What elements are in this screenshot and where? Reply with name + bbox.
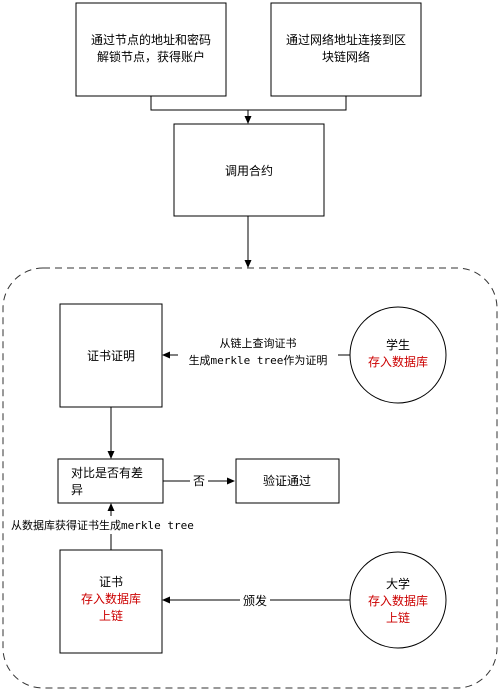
university-text-2: 存入数据库 [368, 593, 428, 608]
net-connect-text-2: 块链网络 [322, 49, 370, 64]
call-contract-box [173, 123, 325, 217]
node-login-text-1: 通过节点的地址和密码 [91, 32, 211, 47]
issue-label: 颁发 [243, 593, 267, 608]
verify-pass-box [235, 458, 340, 504]
compare-text-1: 对比是否有差 [71, 466, 143, 480]
node-login-text-2: 解锁节点，获得账户 [97, 49, 205, 64]
verify-pass-text: 验证通过 [263, 473, 311, 488]
university-text-1: 大学 [386, 576, 410, 591]
certificate-text-3: 上链 [99, 608, 123, 623]
call-contract-text: 调用合约 [225, 163, 273, 178]
no-label-bg [190, 472, 208, 488]
db-merkle-label: 从数据库获得证书生成merkle tree [11, 518, 194, 532]
db-merkle-label-bg [10, 516, 216, 534]
compare-box [57, 458, 164, 504]
cert-proof-box [59, 303, 163, 408]
issue-label-bg [240, 592, 270, 608]
no-label: 否 [193, 474, 205, 488]
certificate-box [59, 549, 163, 654]
query-label-bg [178, 334, 338, 368]
compare-text-2: 异 [71, 483, 83, 497]
certificate-text-2: 存入数据库 [81, 591, 141, 606]
student-text-1: 学生 [386, 337, 410, 352]
verification-group-border [2, 267, 498, 689]
student-text-2: 存入数据库 [368, 354, 428, 369]
net-connect-box [270, 2, 422, 97]
cert-proof-text: 证书证明 [87, 349, 135, 363]
university-text-3: 上链 [386, 610, 410, 625]
query-label-1: 从链上查询证书 [220, 336, 297, 350]
certificate-text-1: 证书 [99, 575, 123, 589]
net-connect-text-1: 通过网络地址连接到区 [286, 32, 406, 47]
query-label-2: 生成merkle tree作为证明 [189, 353, 328, 367]
merge-connector [150, 96, 347, 111]
